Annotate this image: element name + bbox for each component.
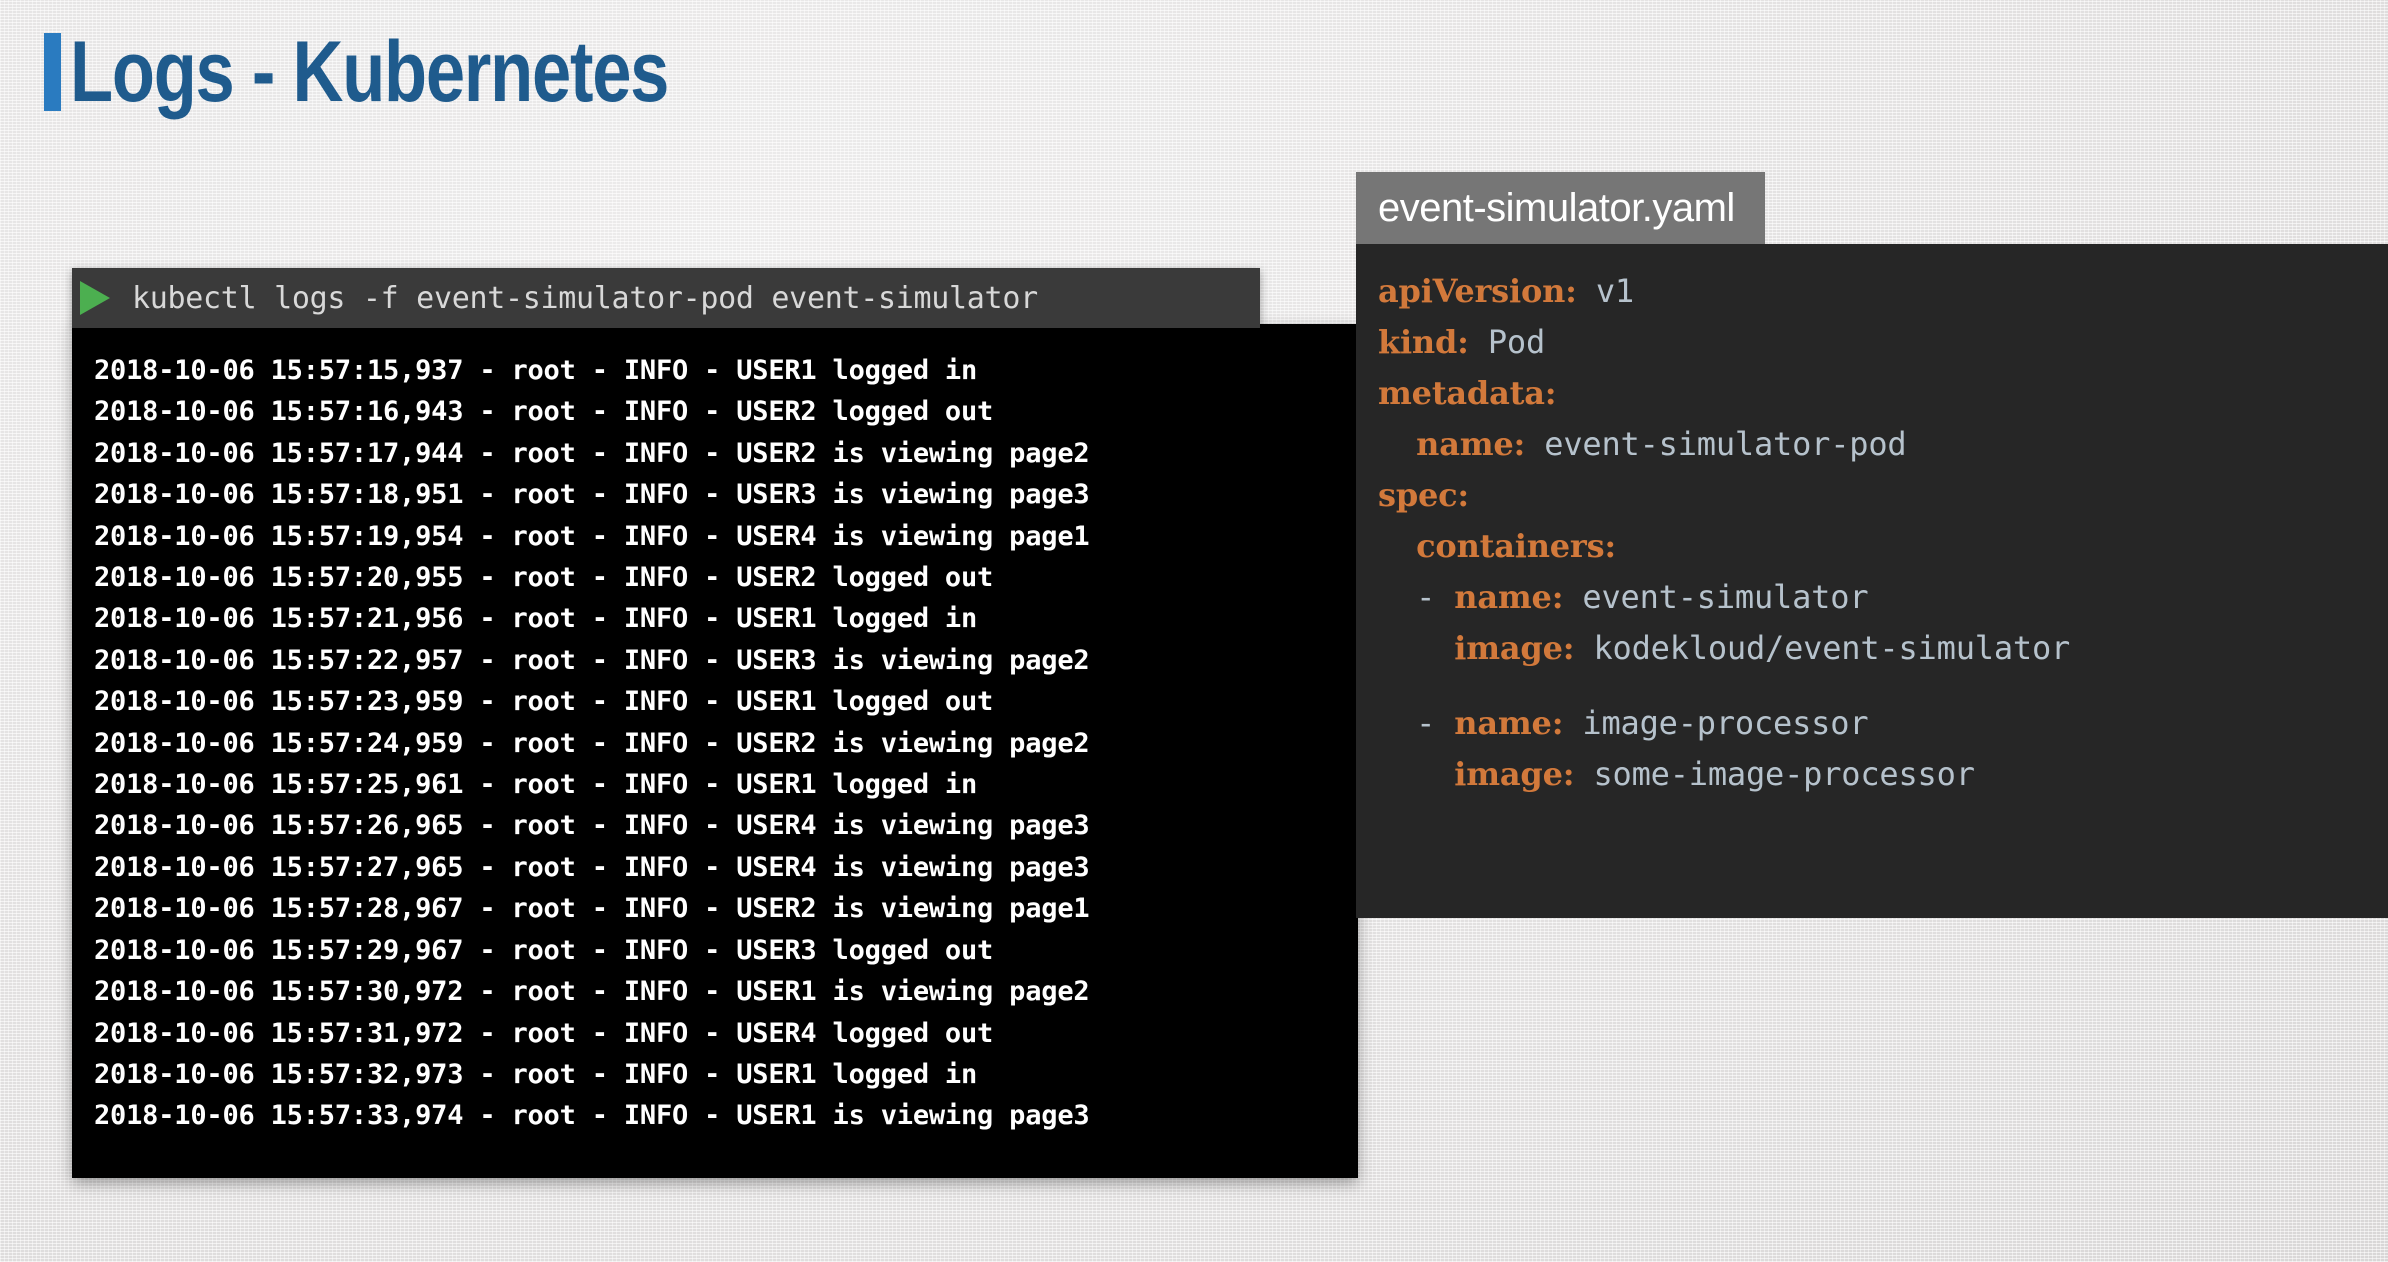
terminal-log-line: 2018-10-06 15:57:19,954 - root - INFO - … bbox=[94, 520, 1090, 552]
yaml-value: event-simulator-pod bbox=[1525, 425, 1907, 463]
yaml-code-line: kind: Pod bbox=[1378, 317, 2388, 368]
terminal-log-line: 2018-10-06 15:57:24,959 - root - INFO - … bbox=[94, 727, 1090, 759]
terminal-log-line: 2018-10-06 15:57:23,959 - root - INFO - … bbox=[94, 686, 994, 718]
yaml-value: some-image-processor bbox=[1574, 755, 1975, 793]
page-title: Logs - Kubernetes bbox=[44, 26, 799, 118]
yaml-code-line: - name: image-processor bbox=[1378, 698, 2388, 749]
yaml-key: spec: bbox=[1378, 476, 1470, 514]
yaml-value: image-processor bbox=[1563, 704, 1869, 742]
terminal-log-line: 2018-10-06 15:57:32,973 - root - INFO - … bbox=[94, 1058, 978, 1090]
yaml-code-line: - name: event-simulator bbox=[1378, 572, 2388, 623]
terminal-log-line: 2018-10-06 15:57:25,961 - root - INFO - … bbox=[94, 769, 978, 801]
yaml-code-line: metadata: bbox=[1378, 368, 2388, 419]
yaml-code-line: name: event-simulator-pod bbox=[1378, 419, 2388, 470]
terminal-log-line: 2018-10-06 15:57:22,957 - root - INFO - … bbox=[94, 644, 1090, 676]
yaml-key: name: bbox=[1416, 425, 1526, 463]
yaml-code-line: apiVersion: v1 bbox=[1378, 266, 2388, 317]
yaml-value: Pod bbox=[1468, 323, 1546, 361]
terminal-command-text: kubectl logs -f event-simulator-pod even… bbox=[132, 280, 1038, 316]
terminal-window: kubectl logs -f event-simulator-pod even… bbox=[72, 268, 1358, 1178]
yaml-blank-line bbox=[1378, 674, 2388, 698]
yaml-code-line: image: some-image-processor bbox=[1378, 749, 2388, 800]
terminal-output[interactable]: 2018-10-06 15:57:15,937 - root - INFO - … bbox=[72, 324, 1358, 1178]
play-triangle-icon[interactable] bbox=[80, 281, 110, 315]
yaml-key: name: bbox=[1454, 578, 1564, 616]
terminal-log-line: 2018-10-06 15:57:33,974 - root - INFO - … bbox=[94, 1100, 1090, 1132]
yaml-file-tab[interactable]: event-simulator.yaml bbox=[1356, 172, 1765, 244]
yaml-value: v1 bbox=[1576, 272, 1634, 310]
yaml-code-line: image: kodekloud/event-simulator bbox=[1378, 623, 2388, 674]
terminal-log-line: 2018-10-06 15:57:27,965 - root - INFO - … bbox=[94, 851, 1090, 883]
yaml-key: image: bbox=[1454, 755, 1575, 793]
terminal-log-line: 2018-10-06 15:57:31,972 - root - INFO - … bbox=[94, 1017, 994, 1049]
yaml-file-tab-label: event-simulator.yaml bbox=[1378, 185, 1735, 230]
yaml-key: metadata: bbox=[1378, 374, 1557, 412]
terminal-log-line: 2018-10-06 15:57:18,951 - root - INFO - … bbox=[94, 479, 1090, 511]
terminal-log-line: 2018-10-06 15:57:20,955 - root - INFO - … bbox=[94, 562, 994, 594]
title-accent-bar bbox=[44, 33, 61, 111]
yaml-code-line: spec: bbox=[1378, 470, 2388, 521]
terminal-log-line: 2018-10-06 15:57:29,967 - root - INFO - … bbox=[94, 934, 994, 966]
terminal-log-line: 2018-10-06 15:57:17,944 - root - INFO - … bbox=[94, 437, 1090, 469]
yaml-value: kodekloud/event-simulator bbox=[1574, 629, 2071, 667]
terminal-log-line: 2018-10-06 15:57:28,967 - root - INFO - … bbox=[94, 893, 1090, 925]
yaml-list-dash: - bbox=[1416, 704, 1455, 742]
terminal-log-line: 2018-10-06 15:57:21,956 - root - INFO - … bbox=[94, 603, 978, 635]
yaml-list-dash: - bbox=[1416, 578, 1455, 616]
terminal-command-bar[interactable]: kubectl logs -f event-simulator-pod even… bbox=[72, 268, 1260, 328]
yaml-value: event-simulator bbox=[1563, 578, 1869, 616]
yaml-key: image: bbox=[1454, 629, 1575, 667]
yaml-key: containers: bbox=[1416, 527, 1617, 565]
title-label: Logs - Kubernetes bbox=[70, 24, 669, 120]
yaml-code-line: containers: bbox=[1378, 521, 2388, 572]
yaml-key: name: bbox=[1454, 704, 1564, 742]
terminal-log-line: 2018-10-06 15:57:30,972 - root - INFO - … bbox=[94, 976, 1090, 1008]
yaml-key: kind: bbox=[1378, 323, 1469, 361]
terminal-log-line: 2018-10-06 15:57:15,937 - root - INFO - … bbox=[94, 355, 978, 386]
yaml-key: apiVersion: bbox=[1378, 272, 1577, 310]
terminal-log-line: 2018-10-06 15:57:16,943 - root - INFO - … bbox=[94, 396, 994, 428]
terminal-log-line: 2018-10-06 15:57:26,965 - root - INFO - … bbox=[94, 810, 1090, 842]
